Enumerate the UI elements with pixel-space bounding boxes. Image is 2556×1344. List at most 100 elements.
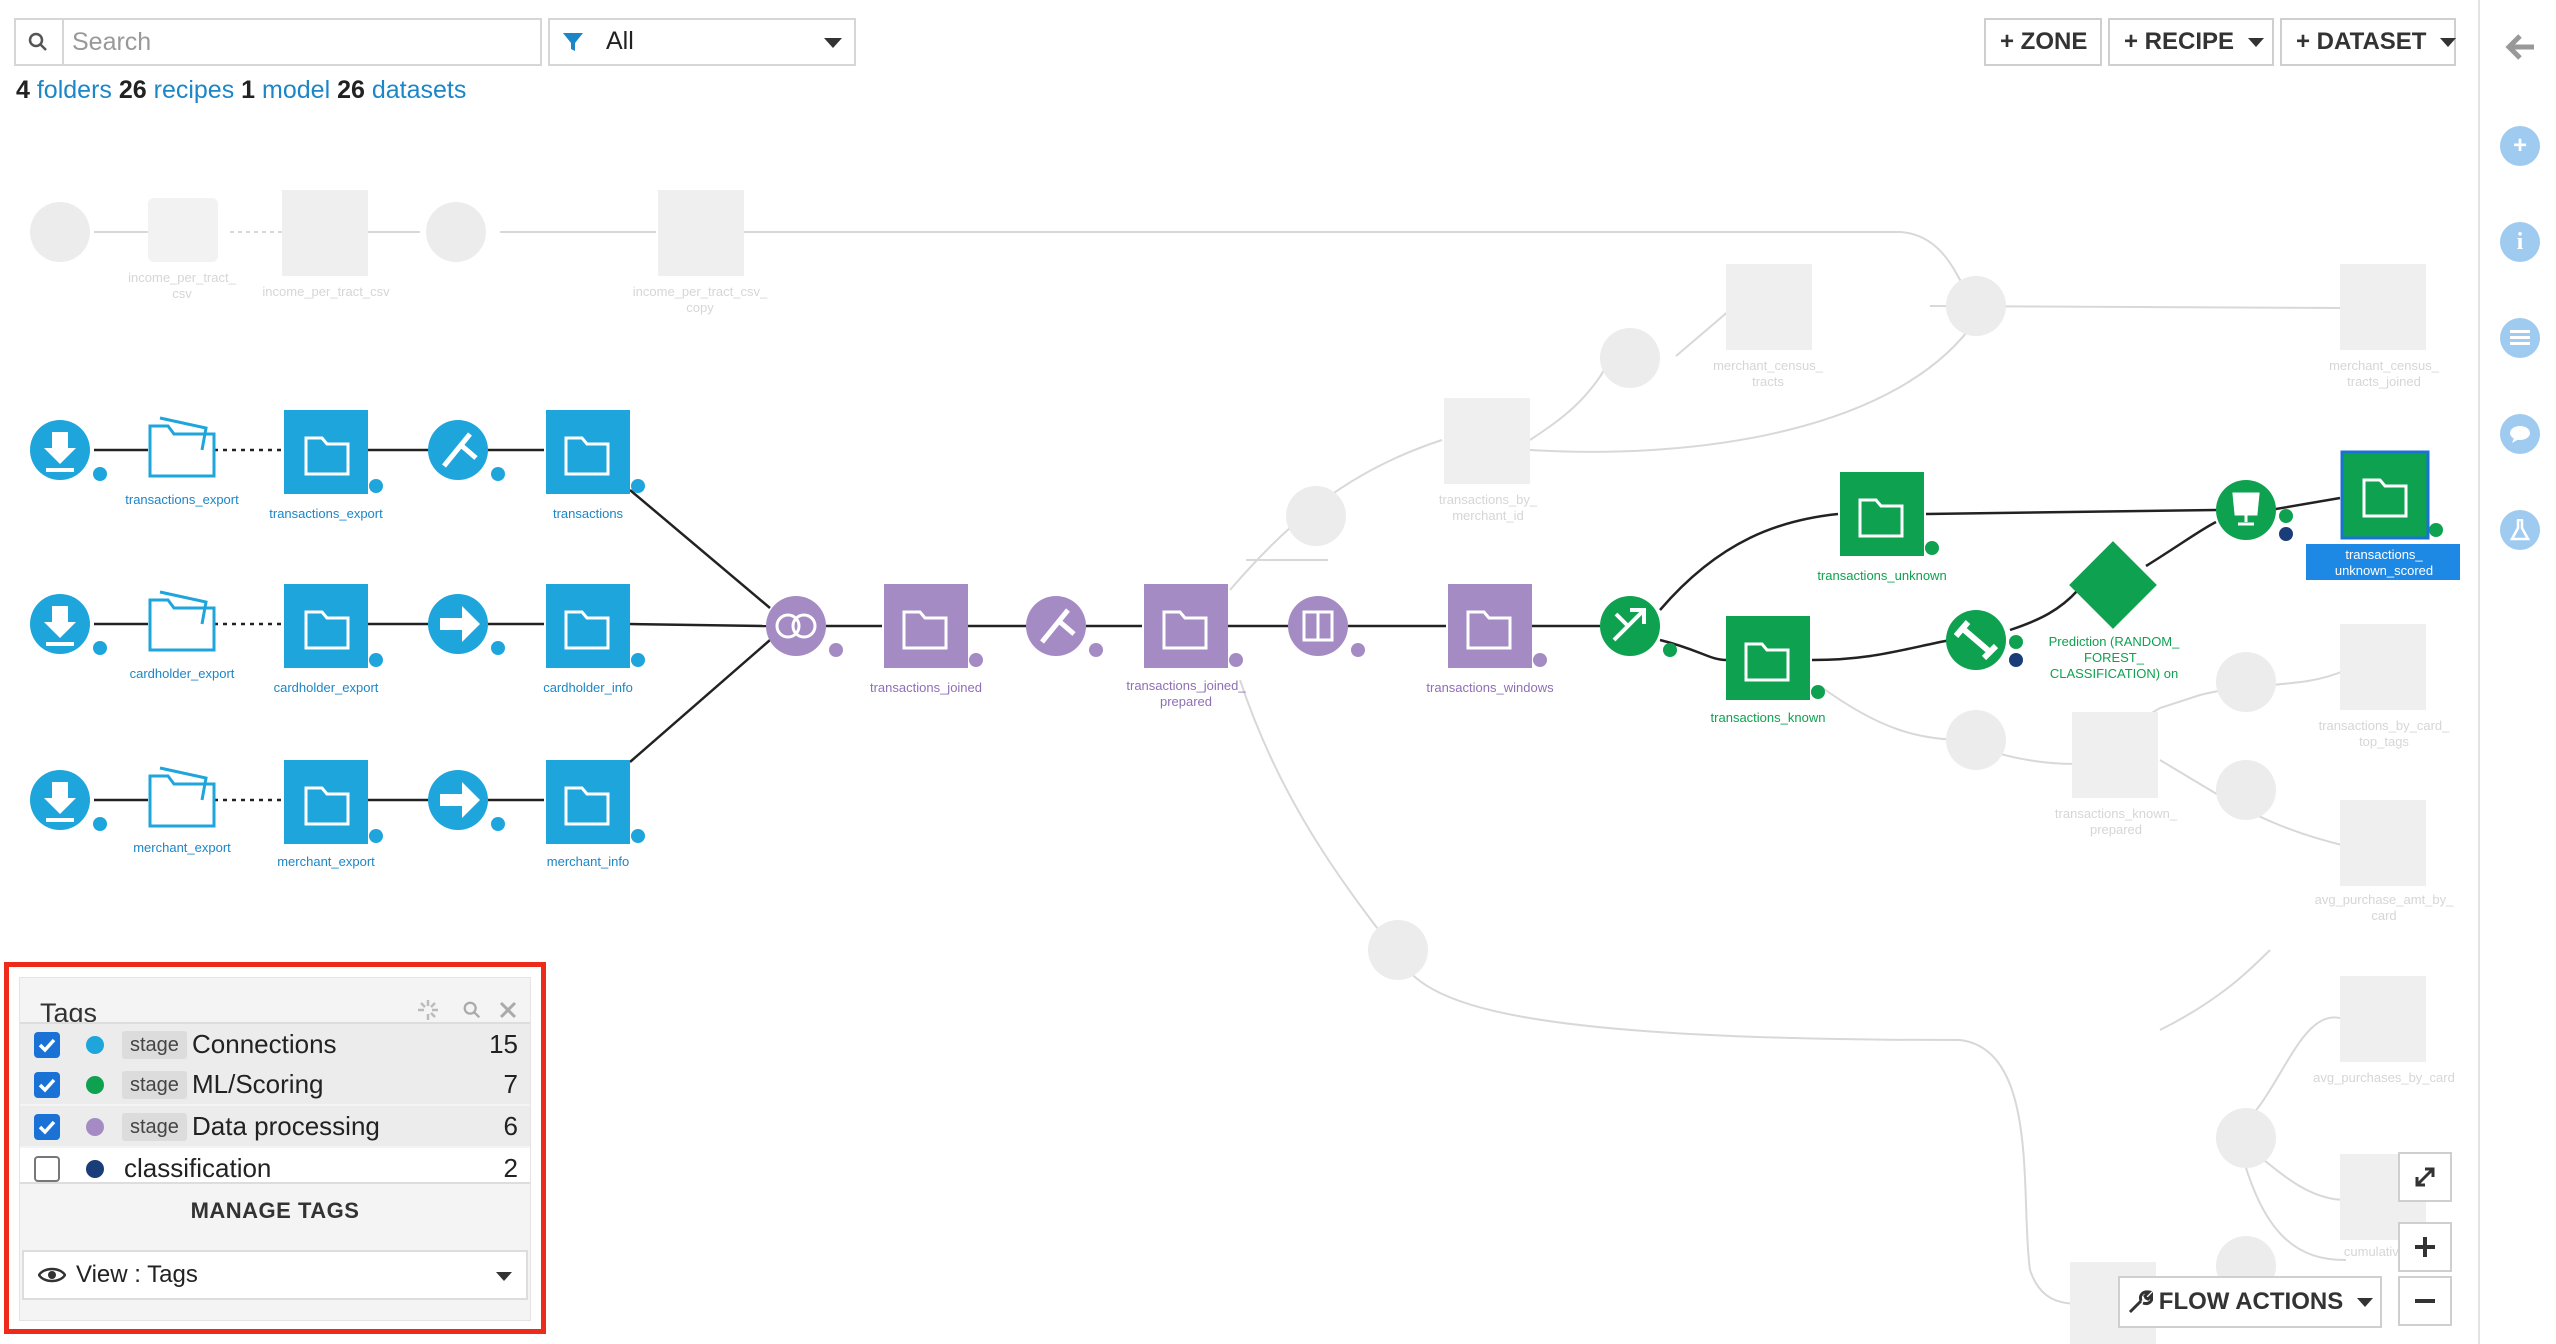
funnel-icon[interactable] (548, 18, 598, 66)
node-label: merchant_export (133, 840, 231, 855)
plus-icon (2415, 1237, 2435, 1257)
chevron-down-icon (2248, 37, 2265, 47)
plus-circle-icon[interactable]: + (2500, 126, 2540, 166)
tags-panel-body: Tags stage Connections 15 stage ML/Scori… (19, 977, 531, 1321)
folders-count: 4 (16, 76, 30, 104)
tag-color-dot (86, 1036, 104, 1054)
dataset-node-icon (1840, 472, 1924, 556)
filter-select[interactable] (548, 18, 856, 66)
datasets-count: 26 (337, 76, 365, 104)
faded-label: transactions_by_ (1439, 492, 1538, 507)
tag-checkbox[interactable] (34, 1032, 60, 1058)
faded-label: transactions_known_ (2055, 806, 2178, 821)
connections-labels: transactions_export transactions_export … (125, 492, 633, 869)
node-label: FOREST_ (2084, 650, 2145, 665)
manage-tags-label: MANAGE TAGS (190, 1198, 360, 1223)
list-icon[interactable] (2500, 318, 2540, 358)
tag-checkbox[interactable] (34, 1156, 60, 1182)
connections-nodes[interactable] (30, 410, 645, 844)
tag-name: ML/Scoring (192, 1069, 324, 1099)
tag-name: Connections (192, 1029, 337, 1059)
tag-row-classification[interactable]: classification 2 (20, 1148, 530, 1188)
tag-name: Data processing (192, 1111, 380, 1141)
tag-color-dot (86, 1160, 104, 1178)
node-label: transactions_joined (870, 680, 982, 695)
tag-row-data-processing[interactable]: stage Data processing 6 (20, 1106, 530, 1146)
zoom-in-button[interactable] (2398, 1222, 2452, 1272)
manage-tags-button[interactable]: MANAGE TAGS (20, 1182, 530, 1238)
eye-icon (38, 1267, 66, 1283)
ml-scoring-nodes[interactable] (1600, 450, 2460, 700)
recipes-count: 26 (118, 76, 147, 104)
dataset-node-icon (884, 584, 968, 668)
node-label: transactions_windows (1426, 680, 1554, 695)
tag-checkbox[interactable] (34, 1072, 60, 1098)
search-input[interactable] (66, 20, 536, 64)
close-icon[interactable] (498, 1000, 518, 1025)
dataset-node-icon (1448, 584, 1532, 668)
tag-color-dot (86, 1118, 104, 1136)
flow-actions-button[interactable]: FLOW ACTIONS (2118, 1276, 2382, 1328)
arrow-left-icon[interactable] (2504, 30, 2538, 69)
node-label: transactions (553, 506, 624, 521)
tag-count: 15 (489, 1029, 518, 1059)
faded-label: income_per_tract_csv (262, 284, 390, 299)
tag-count: 2 (503, 1153, 518, 1183)
tag-badge: stage (122, 1071, 187, 1099)
faded-label: merchant_census_ (2329, 358, 2440, 373)
dataset-node-icon (1726, 616, 1810, 700)
faded-label: merchant_id (1452, 508, 1524, 523)
data-processing-nodes[interactable] (766, 584, 1547, 668)
datasets-link[interactable]: datasets (371, 76, 467, 104)
faded-label: card (2371, 908, 2396, 923)
dataset-node-icon (284, 410, 368, 494)
node-label: transactions_export (125, 492, 239, 507)
tag-badge: stage (122, 1113, 187, 1141)
folder-node-icon (148, 416, 216, 478)
folder-node-icon (148, 598, 216, 652)
tag-checkbox[interactable] (34, 1114, 60, 1140)
expand-icon (2415, 1167, 2435, 1187)
faded-label: tracts_joined (2347, 374, 2421, 389)
flow-actions-label: FLOW ACTIONS (2158, 1288, 2344, 1315)
node-label: cardholder_info (543, 680, 633, 695)
node-label: merchant_export (277, 854, 375, 869)
tag-color-dot (86, 1076, 104, 1094)
add-recipe-button[interactable]: + RECIPE (2108, 18, 2274, 66)
sparkle-icon[interactable] (416, 998, 440, 1027)
faded-label: csv (172, 286, 192, 301)
flow-summary: 4 folders 26 recipes 1 model 26 datasets (16, 76, 466, 105)
flask-icon[interactable] (2500, 510, 2540, 550)
folders-link[interactable]: folders (36, 76, 112, 104)
zoom-out-button[interactable] (2398, 1276, 2452, 1326)
node-label: transactions_joined_ (1126, 678, 1246, 693)
recipes-link[interactable]: recipes (153, 76, 235, 104)
chevron-down-icon (824, 38, 842, 48)
search-icon[interactable] (14, 18, 64, 66)
dataset-node-icon (1144, 584, 1228, 668)
add-zone-label: + ZONE (2000, 28, 2088, 55)
node-label: merchant_info (547, 854, 629, 869)
chevron-down-icon (2357, 1297, 2374, 1307)
flow-canvas[interactable]: income_per_tract_ csv income_per_tract_c… (0, 0, 2478, 1344)
add-zone-button[interactable]: + ZONE (1984, 18, 2102, 66)
faded-label: tracts (1752, 374, 1784, 389)
model-link[interactable]: model (262, 76, 331, 104)
view-select[interactable]: View : Tags (22, 1250, 528, 1300)
tag-row-connections[interactable]: stage Connections 15 (20, 1022, 530, 1064)
add-dataset-button[interactable]: + DATASET (2280, 18, 2457, 66)
search-icon[interactable] (462, 1000, 482, 1025)
faded-label: copy (686, 300, 714, 315)
tag-row-ml-scoring[interactable]: stage ML/Scoring 7 (20, 1064, 530, 1104)
fullscreen-button[interactable] (2398, 1152, 2452, 1202)
faded-label: avg_purchases_by_card (2313, 1070, 2455, 1085)
info-icon[interactable]: i (2500, 222, 2540, 262)
tag-badge: stage (122, 1031, 187, 1059)
minus-icon (2415, 1299, 2435, 1303)
view-select-label: View : Tags (76, 1261, 198, 1288)
node-label: cardholder_export (274, 680, 379, 695)
dataset-node-icon (546, 760, 630, 844)
add-dataset-label: + DATASET (2296, 28, 2427, 55)
chat-icon[interactable] (2500, 414, 2540, 454)
faded-label: prepared (2090, 822, 2142, 837)
